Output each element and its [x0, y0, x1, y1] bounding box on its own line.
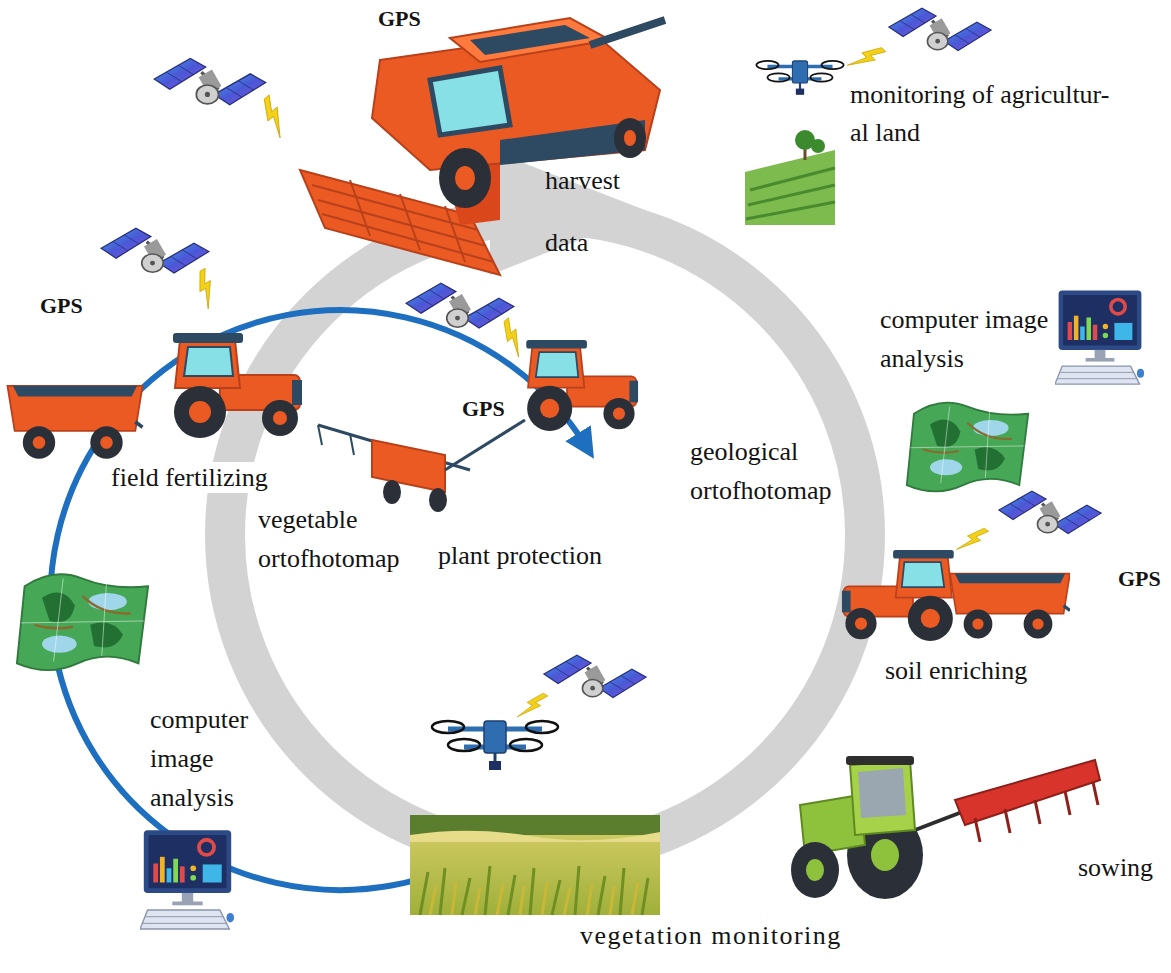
sowing-tractor [846, 756, 914, 765]
gps-satellite [847, 39, 885, 77]
spraying-tractor [526, 340, 638, 431]
farmland-picture [745, 130, 835, 225]
analysis-computer [1055, 291, 1144, 385]
stage-label: geological ortofhotomap [690, 432, 850, 510]
soil-trailer [950, 574, 1070, 639]
stage-label: vegetation monitoring [580, 920, 842, 951]
combine-harvester [430, 68, 510, 135]
fertilizing-tractor [173, 333, 302, 438]
sowing-tractor [791, 756, 1100, 899]
crop-sprayer [350, 434, 354, 455]
sowing-tractor [850, 760, 915, 835]
soil-tractor [842, 550, 954, 641]
stage-label: computer image analysis [150, 700, 260, 817]
stage-label: sowing [1078, 852, 1153, 883]
sowing-tractor [871, 839, 899, 871]
sowing-tractor [915, 812, 962, 830]
gps-satellite [889, 8, 991, 50]
sowing-tractor [858, 768, 906, 818]
crop-field-picture [410, 815, 660, 915]
sowing-tractor [955, 760, 1100, 825]
crop-sprayer [383, 480, 401, 504]
gps-satellite [495, 318, 532, 357]
vegetation-drone [432, 721, 558, 770]
combine-harvester [590, 20, 665, 45]
gps-satellite [101, 8, 1101, 725]
combine-harvester [614, 118, 646, 158]
sowing-tractor [791, 842, 839, 898]
gps-satellite [101, 228, 209, 273]
gps-satellite [154, 58, 265, 104]
farmland-picture [745, 150, 835, 225]
gps-satellite [999, 491, 1101, 533]
crop-field-picture [410, 831, 660, 842]
gps-label: GPS [462, 396, 505, 422]
stage-label: vegetable ortofhotomap [258, 500, 418, 578]
crop-sprayer [429, 488, 447, 512]
fertilizing-tractor [173, 333, 302, 438]
crop-field-picture [420, 866, 648, 915]
analysis-computer [140, 830, 234, 929]
gps-label: GPS [1118, 566, 1161, 592]
stage-label: plant protection [438, 540, 602, 571]
combine-harvester [624, 130, 636, 146]
spraying-tractor [526, 340, 638, 431]
sowing-tractor [1005, 809, 1010, 833]
geological-map [907, 403, 1028, 492]
stage-label: harvest data [545, 150, 635, 275]
farmland-picture [811, 139, 825, 153]
vegetation-drone [432, 721, 558, 770]
sowing-tractor [1093, 782, 1098, 805]
gps-satellite [544, 655, 646, 697]
stage-label: field fertilizing [108, 462, 271, 493]
soil-trailer [950, 574, 1070, 639]
combine-harvester [470, 25, 590, 55]
geological-map [907, 403, 1028, 492]
combine-harvester [439, 148, 491, 208]
analysis-computer [1055, 291, 1144, 385]
grey-cycle-band [225, 150, 865, 855]
combine-harvester [450, 18, 610, 62]
gps-label: GPS [378, 6, 421, 32]
gps-satellite [254, 95, 294, 138]
sowing-tractor [1035, 800, 1040, 824]
farmland-picture [748, 185, 835, 205]
crop-sprayer [372, 440, 445, 492]
sowing-tractor [975, 818, 980, 842]
land-monitoring-drone [756, 61, 843, 95]
land-monitoring-drone [756, 61, 843, 95]
crop-sprayer [318, 425, 322, 445]
combine-harvester [400, 194, 420, 250]
vegetation-map [17, 574, 148, 670]
crop-field-picture [430, 882, 638, 915]
gps-satellite [190, 268, 224, 309]
vegetation-map [17, 574, 148, 670]
stage-label: soil enriching [885, 655, 1027, 686]
sowing-tractor [1065, 791, 1070, 815]
gps-satellite [956, 522, 988, 558]
gps-label: GPS [40, 293, 83, 319]
farmland-picture [746, 202, 835, 219]
stage-label: monitoring of agricultur- al land [850, 76, 1122, 151]
crop-field-picture [410, 815, 660, 915]
farmland-picture [745, 130, 835, 225]
combine-harvester [350, 180, 370, 236]
sowing-tractor [806, 859, 824, 881]
soil-tractor [842, 550, 954, 641]
crop-sprayer [318, 420, 525, 512]
combine-harvester [455, 166, 475, 190]
grey-cycle-band [490, 150, 650, 275]
combine-harvester [300, 18, 665, 275]
fertilizer-trailer [8, 386, 143, 459]
fertilizer-trailer [8, 386, 143, 459]
gps-satellite [517, 688, 548, 725]
stage-label: computer image analysis [880, 300, 1070, 378]
gps-satellite [406, 283, 514, 328]
analysis-computer [140, 830, 234, 929]
crop-sprayer [445, 420, 525, 470]
